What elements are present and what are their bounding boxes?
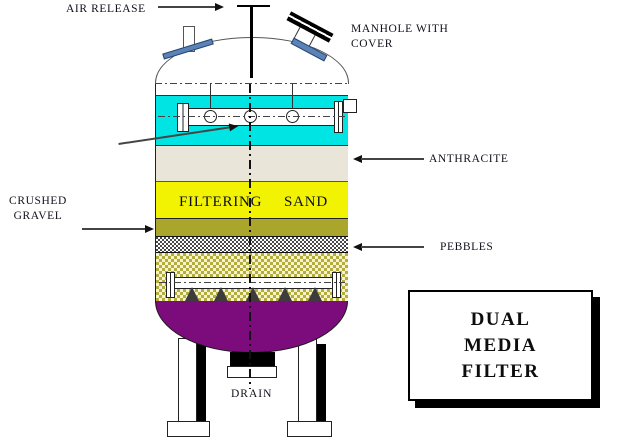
pebbles-layer bbox=[156, 236, 348, 253]
right-foot-pad bbox=[287, 421, 332, 437]
vessel-left-wall bbox=[155, 83, 157, 301]
filtering-sand-layer bbox=[156, 181, 348, 218]
drain-label: DRAIN bbox=[231, 388, 273, 400]
underdrain-left-flange bbox=[166, 272, 175, 298]
arrow-shaft bbox=[158, 6, 216, 8]
dome-seam-line bbox=[155, 83, 348, 84]
filtering-text: FILTERING bbox=[179, 194, 263, 210]
sand-text: SAND bbox=[283, 194, 329, 210]
drain-pipe bbox=[230, 352, 275, 366]
distributor-left-flange bbox=[177, 103, 189, 132]
title-line-2: MEDIA bbox=[464, 334, 537, 356]
title-line-1: DUAL bbox=[470, 308, 531, 330]
air-release-pipe-cap bbox=[237, 5, 270, 8]
underdrain-right-flange bbox=[332, 272, 341, 298]
title-box: DUAL MEDIA FILTER bbox=[408, 290, 593, 401]
arrow-shaft bbox=[361, 158, 424, 160]
title-line-3: FILTER bbox=[461, 360, 540, 382]
right-leg bbox=[298, 338, 317, 422]
air-release-pipe bbox=[250, 6, 253, 78]
filter-nozzle-4 bbox=[278, 287, 292, 301]
left-foot-pad bbox=[167, 421, 210, 437]
air-release-label: AIR RELEASE bbox=[66, 3, 146, 15]
filter-nozzle-5 bbox=[308, 287, 322, 301]
anthracite-label: ANTHRACITE bbox=[429, 153, 509, 165]
freeboard-band bbox=[156, 83, 348, 95]
hanger-rod-left bbox=[210, 84, 211, 124]
arrow-head bbox=[353, 155, 362, 163]
underdrain-centerline bbox=[159, 282, 345, 283]
distributor-centerline bbox=[158, 116, 345, 117]
arrow-head bbox=[353, 243, 362, 251]
distributor-right-flange bbox=[334, 101, 343, 133]
hanger-rod-right bbox=[292, 84, 293, 124]
crushed-gravel-label-line2: GRAVEL bbox=[13, 210, 63, 222]
drain-flange bbox=[227, 366, 277, 378]
crushed-gravel-layer bbox=[156, 218, 348, 236]
arrow-head bbox=[215, 3, 224, 11]
filter-nozzle-2 bbox=[214, 287, 228, 301]
manhole-label-line2: COVER bbox=[351, 38, 393, 50]
arrow-head bbox=[228, 122, 239, 132]
vessel-centerline bbox=[249, 84, 251, 389]
distributor-outlet-stub bbox=[343, 99, 357, 113]
arrow-shaft bbox=[361, 246, 424, 248]
pebbles-label: PEBBLES bbox=[440, 241, 494, 253]
manhole-label: MANHOLE WITH COVER bbox=[351, 22, 448, 52]
arrow-shaft bbox=[82, 228, 146, 230]
anthracite-layer bbox=[156, 145, 348, 181]
arrow-head bbox=[145, 225, 154, 233]
left-leg-shadow bbox=[197, 344, 206, 422]
crushed-gravel-label-line1: CRUSHED bbox=[9, 195, 67, 207]
crushed-gravel-label: CRUSHED GRAVEL bbox=[6, 194, 70, 224]
left-leg bbox=[178, 338, 197, 422]
filter-nozzle-1 bbox=[185, 287, 199, 301]
right-leg-shadow bbox=[317, 344, 326, 422]
manhole-label-line1: MANHOLE WITH bbox=[351, 23, 449, 35]
